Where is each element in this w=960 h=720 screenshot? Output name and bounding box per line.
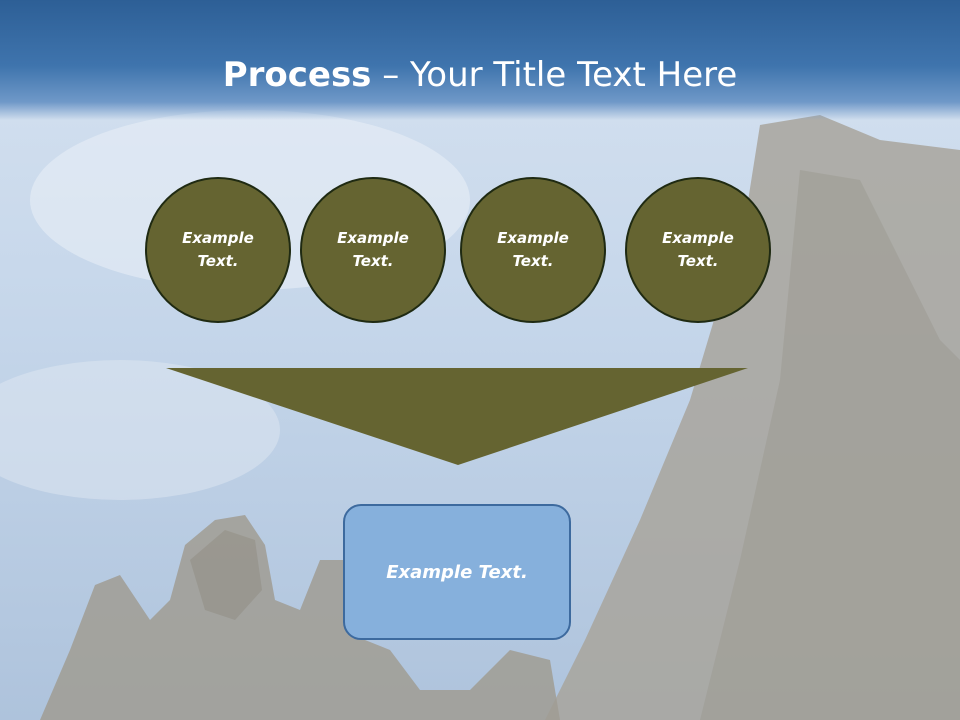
circle-label: Example Text. <box>662 229 734 270</box>
process-circle-2: Example Text. <box>300 177 446 323</box>
title-rest: – Your Title Text Here <box>371 55 738 95</box>
process-circle-1: Example Text. <box>145 177 291 323</box>
process-circle-4: Example Text. <box>625 177 771 323</box>
circle-label: Example Text. <box>337 229 409 270</box>
circle-label: Example Text. <box>497 229 569 270</box>
process-circle-3: Example Text. <box>460 177 606 323</box>
circle-label: Example Text. <box>182 229 254 270</box>
slide-title: Process – Your Title Text Here <box>0 50 960 100</box>
title-bold: Process <box>222 55 372 95</box>
funnel-arrow-shape <box>166 368 748 465</box>
result-box-label: Example Text. <box>386 561 528 583</box>
result-box: Example Text. <box>343 504 571 640</box>
title-banner <box>0 0 960 120</box>
